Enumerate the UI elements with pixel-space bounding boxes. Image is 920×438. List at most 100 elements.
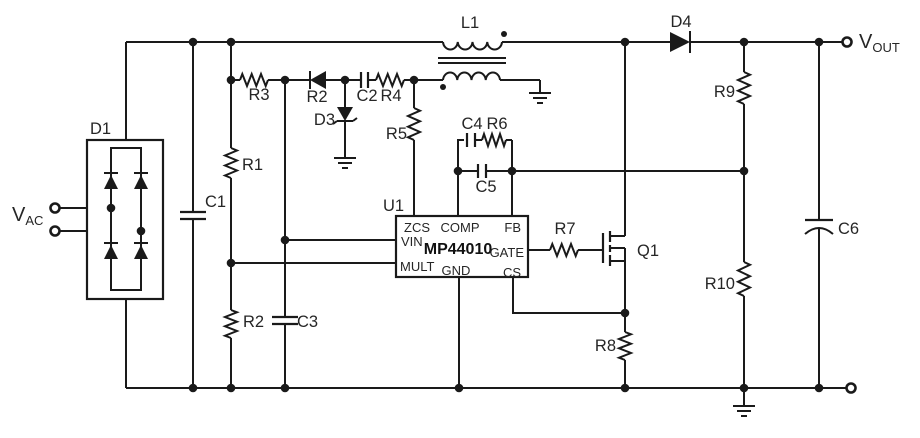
r1-label: R1	[242, 156, 263, 174]
pin-cs: CS	[503, 265, 521, 280]
capacitor-c2: C2	[356, 72, 378, 105]
r5-label: R5	[386, 125, 407, 143]
pin-mult: MULT	[400, 259, 434, 274]
wire-compensation	[457, 139, 513, 172]
ground-symbol-d3	[334, 157, 356, 169]
q1-label: Q1	[637, 242, 659, 260]
wire-mosfet-leads	[610, 42, 626, 313]
pin-vin: VIN	[401, 234, 423, 249]
wire-comp-fb-stubs	[457, 171, 513, 216]
resistor-icon	[549, 241, 579, 259]
pin-comp: COMP	[441, 220, 480, 235]
resistor-icon	[375, 71, 405, 89]
resistor-r3: R3	[239, 71, 270, 104]
zener-cathode-bar	[332, 117, 358, 125]
controller-ic-u1: U1 MP44010 ZCS COMP FB VIN GATE MULT GND…	[383, 197, 530, 280]
resistor-r2-lower: R2	[222, 309, 264, 339]
ground-icon	[334, 157, 356, 169]
pin-zcs: ZCS	[404, 220, 430, 235]
vac-terminal-bottom	[49, 225, 61, 237]
vac-label-sub: AC	[25, 213, 43, 228]
d3-label: D3	[314, 111, 335, 129]
resistor-r7: R7	[549, 220, 579, 259]
resistor-r6: R6	[481, 115, 508, 150]
wire-cs-route	[512, 277, 625, 314]
pin-fb: FB	[504, 220, 521, 235]
ground-icon	[733, 405, 755, 417]
capacitor-icon	[180, 210, 206, 221]
capacitor-icon	[272, 315, 298, 326]
capacitor-c6: C6	[804, 218, 859, 238]
resistor-icon	[735, 71, 753, 105]
secondary-phase-dot	[440, 84, 446, 90]
capacitor-plate-curved	[804, 227, 834, 235]
capacitor-c4: C4	[461, 115, 483, 147]
d4-label: D4	[670, 13, 691, 31]
r8-label: R8	[595, 337, 616, 355]
resistor-icon	[222, 147, 240, 179]
r4-label: R4	[380, 87, 401, 105]
capacitor-c3: C3	[272, 313, 318, 331]
r3-label: R3	[248, 86, 269, 104]
vac-label: VAC	[12, 204, 43, 228]
r9-label: R9	[714, 83, 735, 101]
capacitor-icon	[476, 164, 488, 178]
diode-icon	[310, 71, 326, 89]
output-diode-d4: D4	[670, 13, 692, 53]
junction-bridge-left	[106, 203, 116, 213]
junction-dots	[188, 37, 824, 393]
vout-terminal	[841, 36, 853, 48]
r10-label: R10	[705, 275, 735, 293]
pin-gnd: GND	[442, 263, 471, 278]
mosfet-q1: Q1	[601, 231, 659, 266]
capacitor-c5: C5	[475, 164, 497, 196]
ic-part-number: MP44010	[424, 241, 493, 258]
d1-label: D1	[90, 120, 111, 138]
capacitor-c1: C1	[180, 193, 226, 221]
resistor-r10: R10	[705, 261, 753, 297]
bridge-diode-top-left-icon	[104, 172, 118, 189]
vac-label-main: V	[12, 204, 26, 226]
wire-vin-c3-column	[284, 80, 396, 388]
resistor-r1: R1	[222, 147, 263, 179]
resistor-r4: R4	[375, 71, 405, 105]
resistor-r5: R5	[386, 107, 423, 143]
resistor-icon	[239, 71, 269, 89]
series-diode-d2: R2	[306, 71, 328, 106]
resistor-r8: R8	[595, 331, 634, 361]
resistor-icon	[735, 261, 753, 297]
d2-label: R2	[306, 88, 327, 106]
primary-phase-dot	[501, 31, 507, 37]
resistor-icon	[616, 331, 634, 361]
ground-symbol-output	[733, 405, 755, 417]
bridge-diode-bottom-right-icon	[134, 242, 148, 259]
return-terminal	[845, 382, 857, 394]
diode-icon	[337, 107, 353, 121]
vout-label-sub: OUT	[872, 40, 900, 55]
c5-label: C5	[475, 178, 496, 196]
u1-designator: U1	[383, 197, 404, 215]
vout-label-main: V	[859, 31, 873, 53]
c4-label: C4	[461, 115, 482, 133]
vout-label: VOUT	[859, 31, 900, 55]
c6-label: C6	[838, 220, 859, 238]
ground-symbol-secondary	[529, 92, 551, 104]
ground-icon	[529, 92, 551, 104]
c2-label: C2	[356, 87, 377, 105]
pin-gate: GATE	[490, 245, 525, 260]
bridge-outline	[85, 138, 165, 301]
ic-body	[394, 214, 530, 279]
c3-label: C3	[297, 313, 318, 331]
r7-label: R7	[554, 220, 575, 238]
r2-lower-label: R2	[243, 313, 264, 331]
junction-bridge-right	[136, 226, 146, 236]
bridge-diode-top-right-icon	[134, 172, 148, 189]
bridge-diode-bottom-left-icon	[104, 242, 118, 259]
secondary-winding-icon	[442, 71, 501, 81]
l1-label: L1	[461, 14, 479, 32]
resistor-icon	[222, 309, 240, 339]
resistor-r9: R9	[714, 71, 753, 105]
wire-secondary-ground	[500, 79, 541, 93]
dc-output: VOUT	[841, 31, 900, 394]
